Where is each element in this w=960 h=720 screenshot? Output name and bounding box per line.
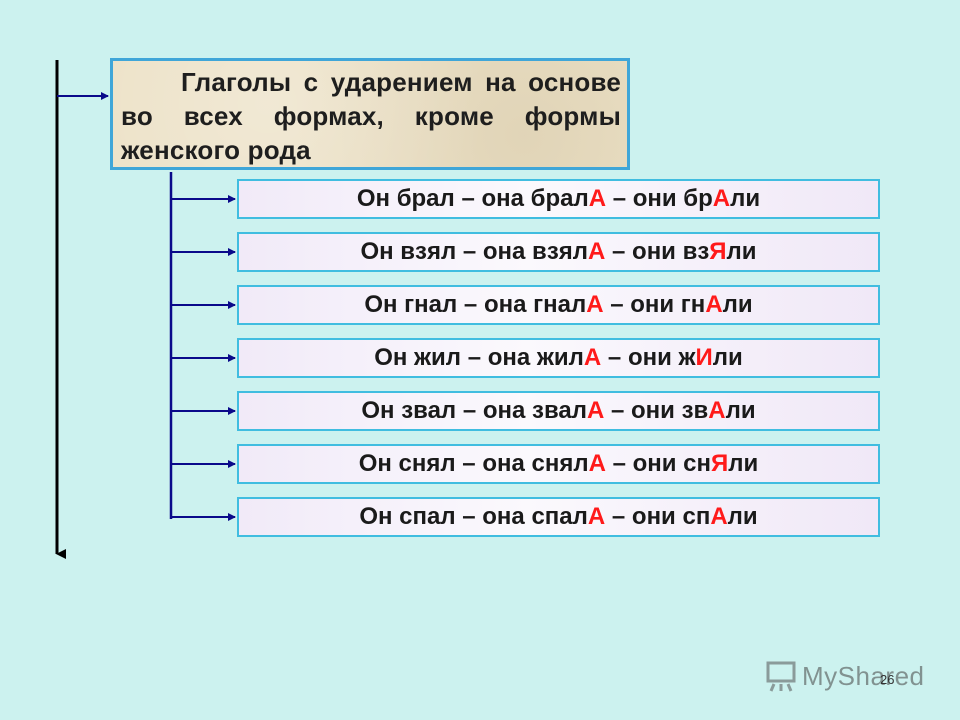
stressed-vowel: А xyxy=(587,503,606,530)
verb-text: – они гн xyxy=(603,291,706,318)
verb-text: Он гнал – она гнал xyxy=(364,291,587,318)
verb-text: ли xyxy=(728,450,759,477)
verb-text: Он снял – она снял xyxy=(358,450,589,477)
verb-text: ли xyxy=(727,503,758,530)
myshared-logo: MyShared xyxy=(766,657,926,695)
stressed-vowel: А xyxy=(588,450,606,477)
stressed-vowel: А xyxy=(708,397,726,424)
stressed-vowel: Я xyxy=(711,450,729,477)
stressed-vowel: Я xyxy=(709,238,727,265)
stressed-vowel: А xyxy=(586,291,604,318)
stressed-vowel: А xyxy=(705,291,723,318)
stressed-vowel: А xyxy=(583,344,602,371)
verb-text: ли xyxy=(725,397,756,424)
stressed-vowel: А xyxy=(712,185,731,212)
verb-text: ли xyxy=(722,291,753,318)
verb-text: – они сп xyxy=(605,503,711,530)
verb-text: – они сн xyxy=(605,450,712,477)
verb-text: – они вз xyxy=(605,238,710,265)
title-text: Глаголы с ударением на основе во всех фо… xyxy=(121,67,621,165)
stressed-vowel: И xyxy=(695,344,713,371)
verb-text: Он жил – она жил xyxy=(374,344,584,371)
verb-text: Он звал – она звал xyxy=(361,397,587,424)
verb-text: – они бр xyxy=(606,185,713,212)
presentation-icon xyxy=(766,661,796,692)
verb-text: ли xyxy=(726,238,757,265)
stressed-vowel: А xyxy=(710,503,728,530)
verb-text: – они ж xyxy=(601,344,696,371)
verb-text: Он спал – она спал xyxy=(359,503,588,530)
stressed-vowel: А xyxy=(588,185,607,212)
verb-text: Он брал – она брал xyxy=(356,185,589,212)
title-box: Глаголы с ударением на основе во всех фо… xyxy=(110,58,630,170)
watermark-text: MyShared xyxy=(802,660,925,691)
page-number: 26 xyxy=(880,672,895,687)
verb-text: Он взял – она взял xyxy=(360,238,588,265)
stressed-vowel: А xyxy=(586,397,605,424)
verb-text: ли xyxy=(712,344,743,371)
verb-text: – они зв xyxy=(604,397,709,424)
verb-text: ли xyxy=(730,185,761,212)
stressed-vowel: А xyxy=(588,238,606,265)
